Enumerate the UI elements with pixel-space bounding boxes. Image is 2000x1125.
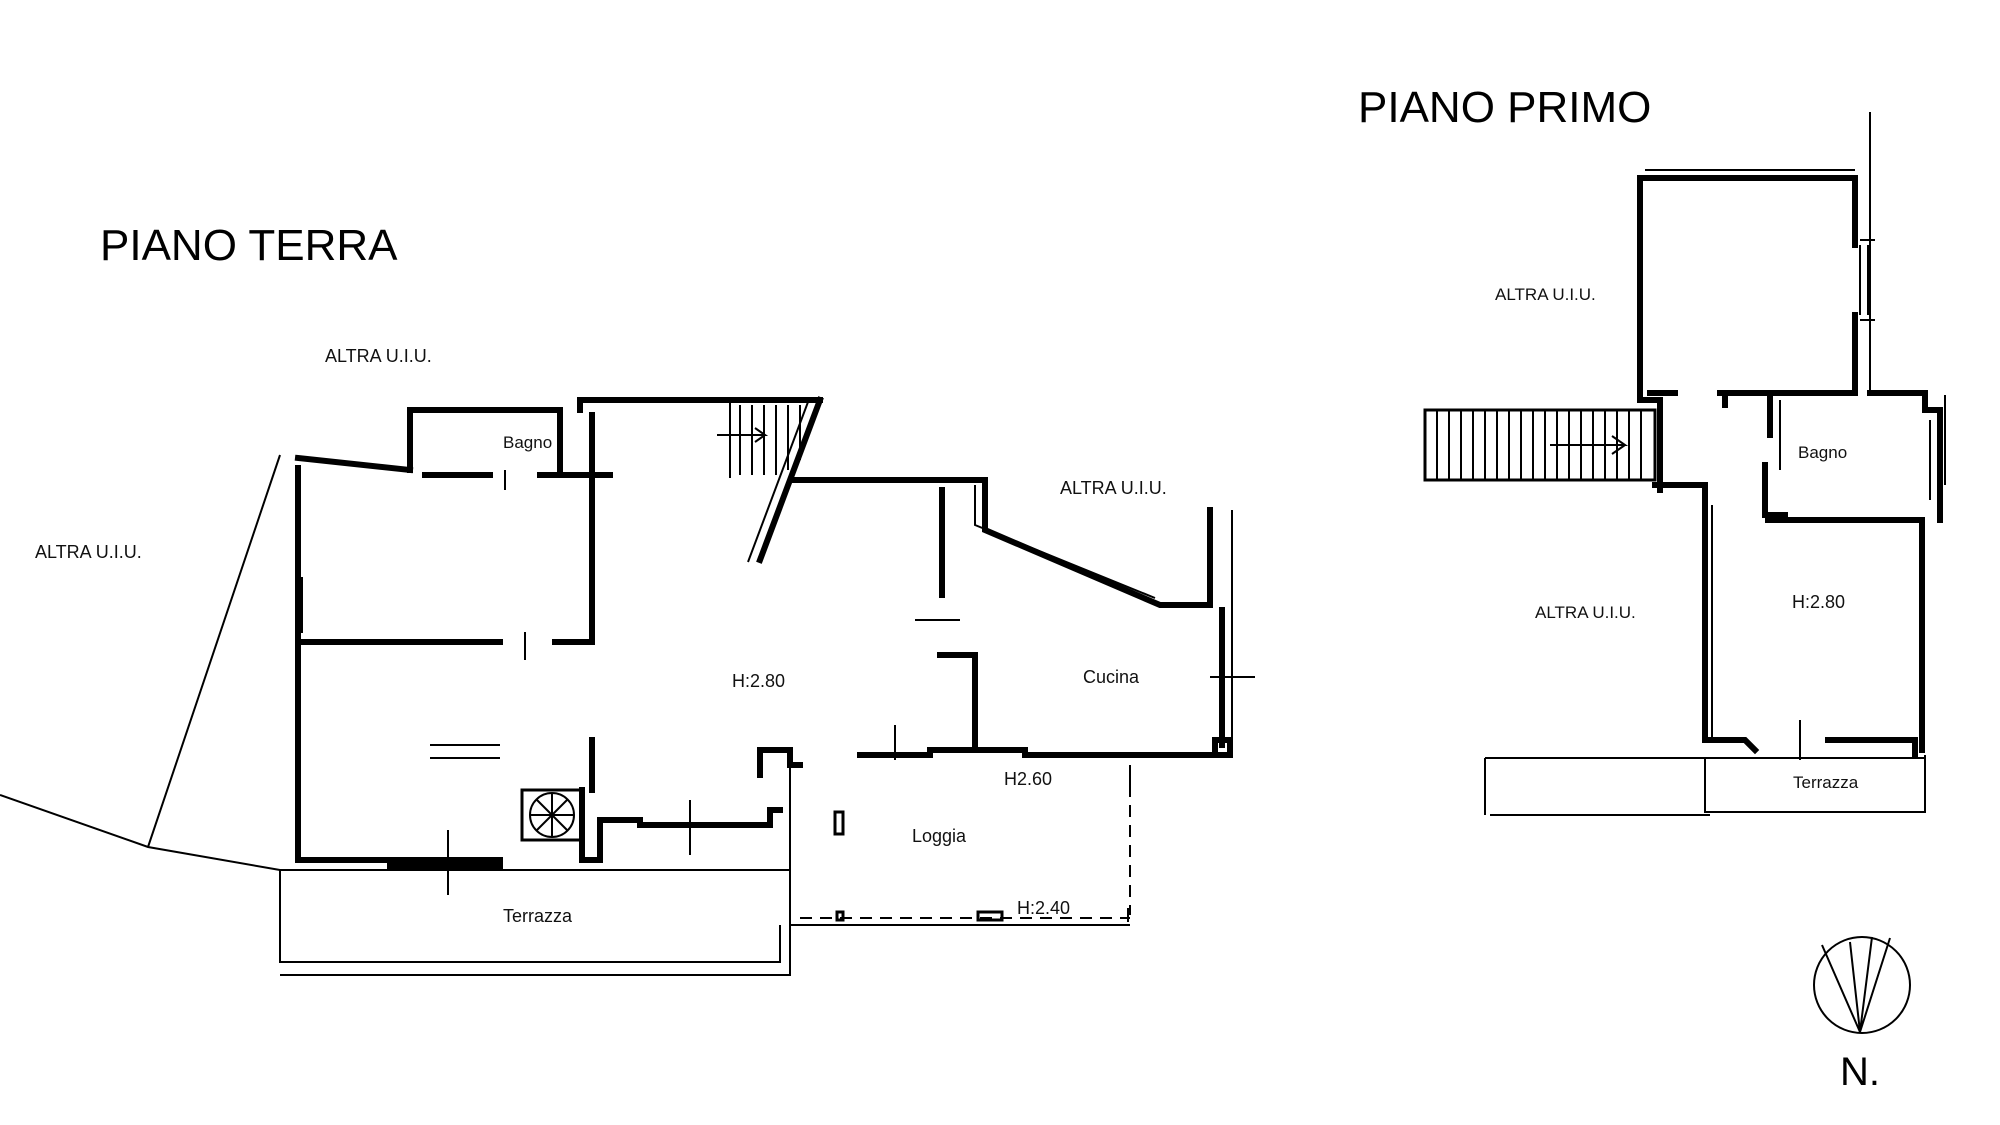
first-floor-plan: PIANO PRIMO ALTRA U.I.U. ALTRA U.I.U. Ba…	[1358, 83, 1946, 816]
loggia-top-wall-b	[927, 747, 1028, 758]
label-altra-uiu-right: ALTRA U.I.U.	[1060, 478, 1167, 498]
stair-arrow-top	[717, 427, 769, 443]
wall-kitchen-slope	[982, 492, 1213, 608]
wall-top-left-slope	[294, 454, 414, 474]
wall-left-outer	[295, 465, 503, 863]
label-altra-uiu-first-top: ALTRA U.I.U.	[1495, 285, 1596, 304]
terrace-first-outline	[1704, 755, 1926, 813]
label-terrazza-ground: Terrazza	[503, 906, 573, 926]
label-bagno-ground: Bagno	[503, 433, 552, 452]
label-height-main: H:2.80	[732, 671, 785, 691]
site-boundary-diagonal	[147, 454, 281, 848]
wall-first-bottom-right	[1825, 737, 1918, 758]
stair-treads-top	[739, 405, 801, 475]
wall-top-right-segment	[792, 477, 988, 498]
wall-bottom-center	[637, 807, 783, 828]
wall-first-top-left	[1637, 175, 1858, 398]
wall-first-left-lower	[1702, 522, 1760, 755]
label-height-loggia-bottom: H:2.40	[1017, 898, 1070, 918]
site-boundary-line	[0, 794, 281, 871]
label-bagno-first: Bagno	[1798, 443, 1847, 462]
north-arrow: N.	[1813, 936, 1911, 1094]
label-cucina: Cucina	[1083, 667, 1140, 687]
first-floor-title: PIANO PRIMO	[1358, 83, 1651, 132]
north-arrow-circle	[1813, 936, 1911, 1034]
north-label: N.	[1840, 1050, 1880, 1094]
label-terrazza-first: Terrazza	[1793, 773, 1859, 792]
label-height-first: H:2.80	[1792, 592, 1845, 612]
label-loggia: Loggia	[912, 826, 967, 846]
wall-top-center	[577, 397, 823, 413]
terrace-outer-edge	[280, 925, 791, 976]
wall-bagno-first-right	[1922, 407, 1943, 523]
stair-first-floor	[1423, 408, 1657, 482]
label-altra-uiu-left: ALTRA U.I.U.	[35, 542, 142, 562]
window-first-right	[1859, 245, 1869, 315]
wall-stair-enclosure	[579, 787, 643, 863]
north-arrow-needle	[1821, 936, 1891, 1033]
label-altra-uiu-top: ALTRA U.I.U.	[325, 346, 432, 366]
ground-floor-plan: PIANO TERRA ALTRA U.I.U. ALTRA U.I.U. AL…	[0, 221, 1255, 976]
label-altra-uiu-first-mid: ALTRA U.I.U.	[1535, 603, 1636, 622]
terrace-outline	[279, 870, 781, 963]
wall-kitchen-left-lower	[937, 652, 978, 748]
ground-floor-title: PIANO TERRA	[100, 221, 398, 270]
stair-diagonal-wall	[756, 396, 824, 564]
label-height-loggia-top: H2.60	[1004, 769, 1052, 789]
stair-arrow-first	[1550, 435, 1629, 455]
